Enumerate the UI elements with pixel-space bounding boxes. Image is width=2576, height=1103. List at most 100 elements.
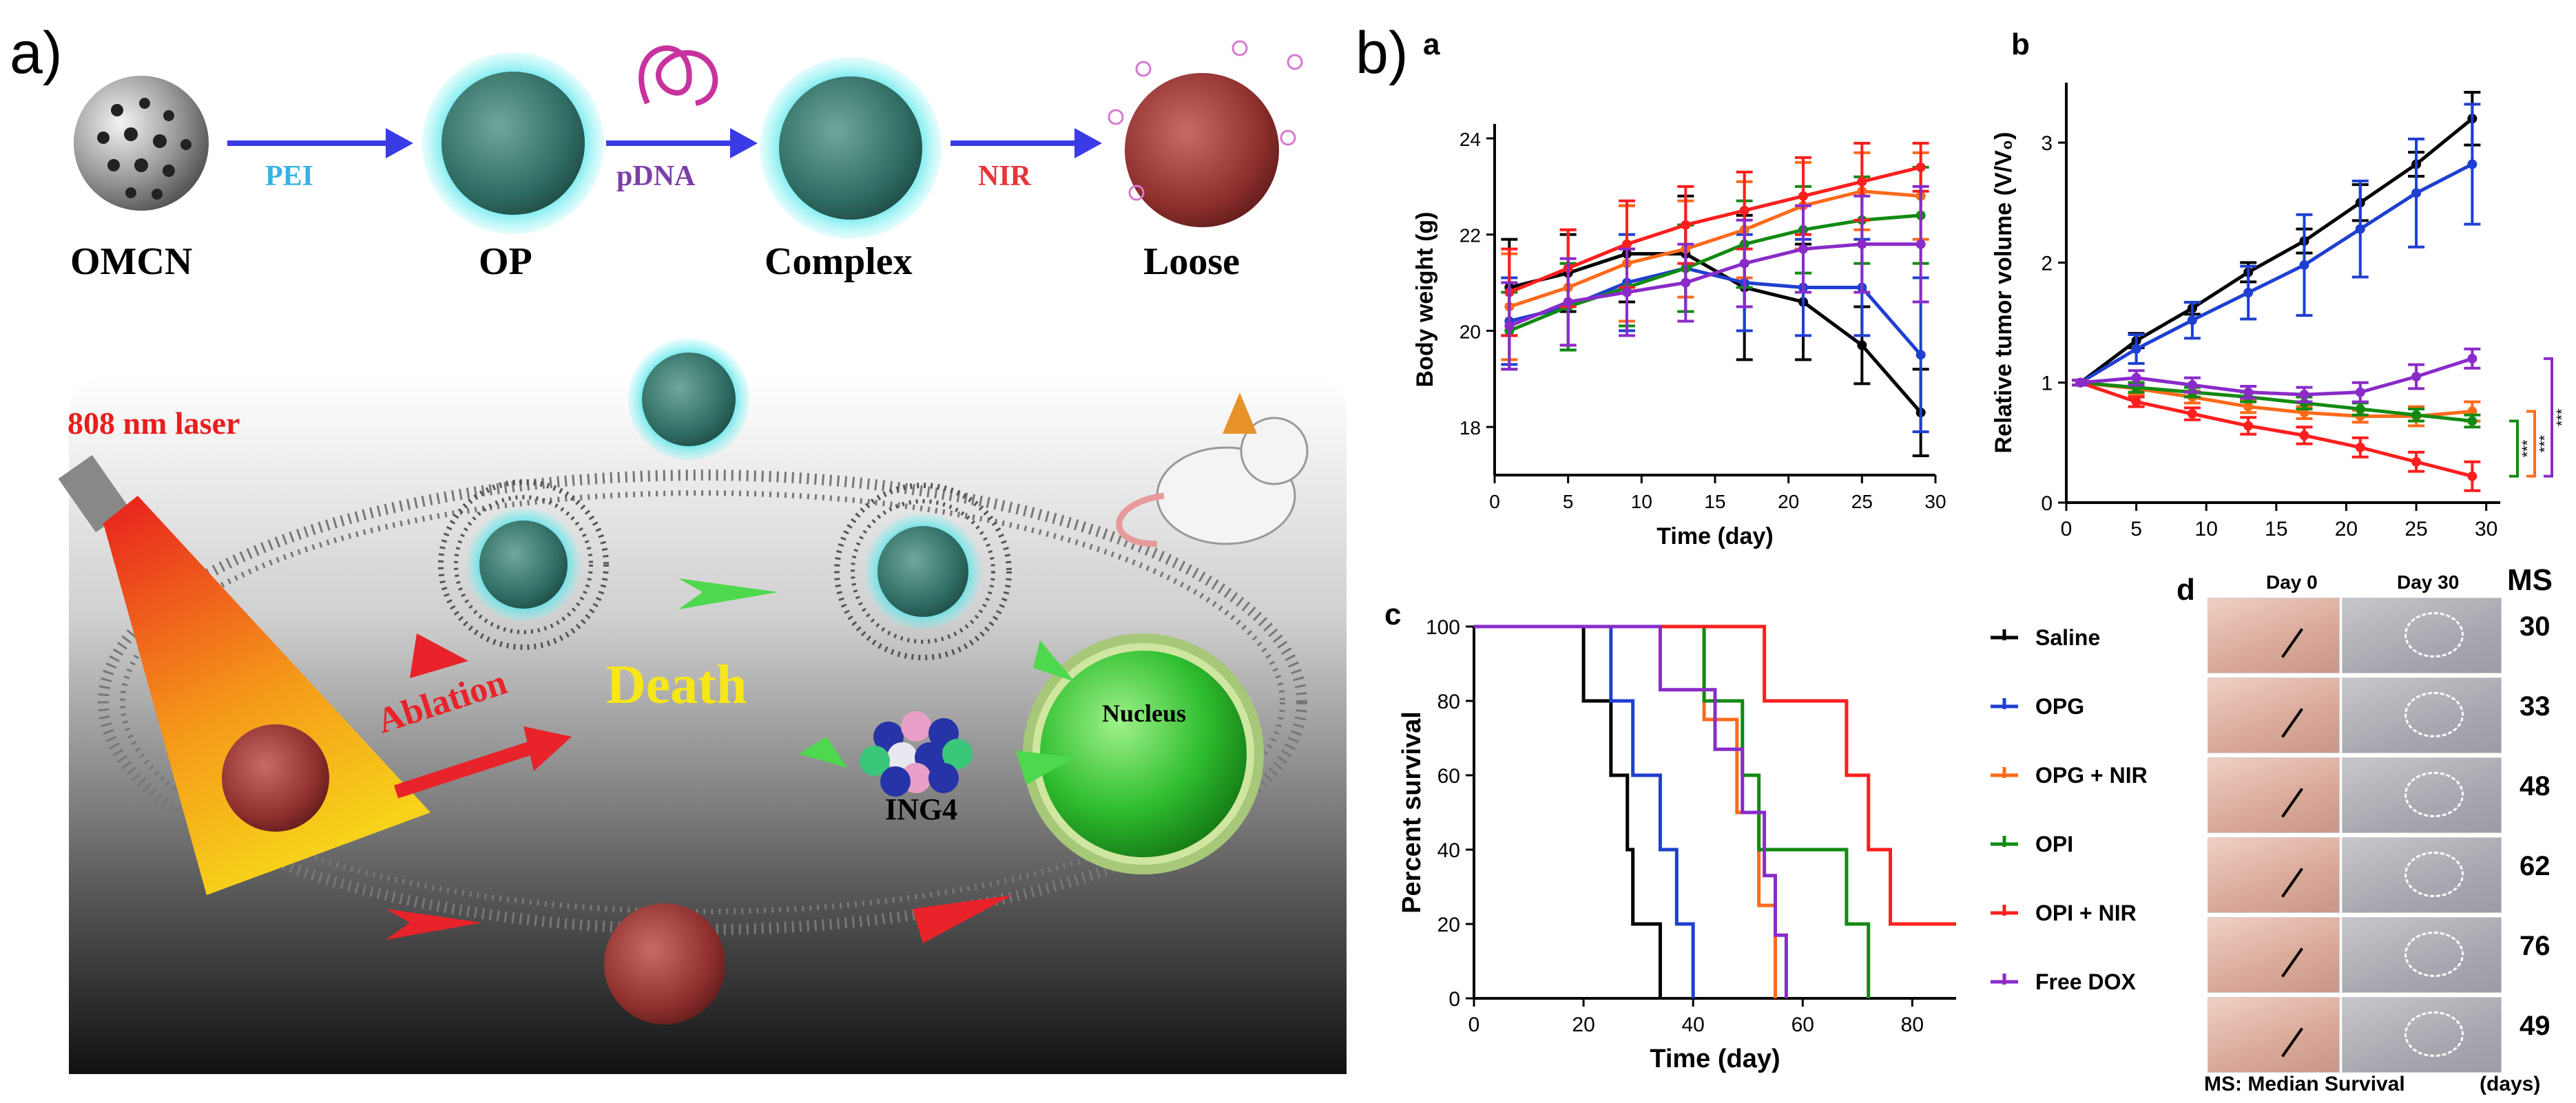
x-tick-label: 15 <box>1704 491 1725 512</box>
x-tick-label: 20 <box>1778 491 1799 512</box>
significance-bracket <box>2526 410 2536 478</box>
data-point <box>1915 162 1926 172</box>
series-line-opi_nir <box>1508 165 1922 294</box>
legend-label-saline: Saline <box>2035 625 2100 650</box>
x-tick-label: 25 <box>1851 491 1873 512</box>
series-line-opg_nir <box>2080 381 2473 419</box>
arrow-marker <box>2281 708 2303 738</box>
col-header-day30: Day 30 <box>2397 571 2460 593</box>
legend-label-opi_nir: OPI + NIR <box>2035 901 2137 925</box>
y-tick-label: 18 <box>1460 417 1481 439</box>
series-line-opi_nir <box>1474 624 1956 926</box>
chart-tumor-volume: 0510152025300123Time (day)Relative tumor… <box>1991 83 2569 540</box>
arrow-marker <box>2281 628 2303 658</box>
data-point <box>2243 288 2254 297</box>
x-tick-label: 25 <box>2404 518 2427 540</box>
x-tick-label: 20 <box>1572 1013 1595 1036</box>
y-tick-label: 40 <box>1437 839 1460 862</box>
y-tick-label: 24 <box>1460 129 1481 150</box>
ms-value: 33 <box>2520 691 2551 722</box>
data-point <box>2075 377 2086 388</box>
y-tick-label: 80 <box>1437 691 1460 713</box>
y-axis-label: Body weight (g) <box>1412 212 1438 388</box>
laser-label: 808 nm laser <box>67 406 240 441</box>
label-loose: Loose <box>1143 240 1240 283</box>
data-point <box>2243 387 2254 397</box>
data-point <box>1798 244 1808 254</box>
sub-label-d: d <box>2177 573 2195 607</box>
significance-bracket <box>2544 357 2553 478</box>
data-point <box>1857 176 1867 187</box>
data-point <box>1504 321 1515 331</box>
data-point <box>2131 397 2141 407</box>
data-point <box>1622 239 1632 249</box>
y-tick-label: 2 <box>2041 252 2053 275</box>
data-point <box>2355 387 2365 397</box>
significance-bracket <box>2509 419 2519 478</box>
x-tick-label: 15 <box>2265 518 2287 540</box>
x-tick-label: 20 <box>2335 518 2358 540</box>
data-point <box>2467 471 2478 481</box>
data-point <box>2467 416 2478 426</box>
data-point <box>2299 390 2309 400</box>
x-tick-label: 0 <box>1489 491 1500 512</box>
series-line-free_dox <box>1474 624 1788 998</box>
photo-day30 <box>2342 837 2502 913</box>
col-header-ms: MS <box>2507 563 2553 597</box>
footer-ms: MS: Median Survival <box>2204 1073 2405 1095</box>
ms-value: 48 <box>2520 771 2551 801</box>
x-tick-label: 40 <box>1681 1013 1704 1036</box>
ms-value: 62 <box>2520 851 2551 881</box>
y-tick-label: 20 <box>1437 914 1460 936</box>
sub-label-b: b <box>2011 28 2030 61</box>
x-tick-label: 60 <box>1791 1013 1814 1036</box>
data-point <box>2243 401 2254 412</box>
data-point <box>2411 410 2422 420</box>
x-tick-label: 30 <box>2475 518 2497 540</box>
data-point <box>2187 315 2197 326</box>
data-point <box>1915 350 1926 360</box>
data-point <box>2467 159 2478 169</box>
data-point <box>1622 287 1632 297</box>
legend-label-opi: OPI <box>2035 832 2073 857</box>
arrow-label-pdna: pDNA <box>616 160 696 192</box>
photo-day0 <box>2208 997 2340 1073</box>
data-point <box>2243 421 2254 431</box>
tumor-circle-marker <box>2404 612 2464 658</box>
x-axis-label: Time (day) <box>1656 523 1773 549</box>
photo-day0 <box>2208 837 2340 913</box>
data-point <box>1739 205 1749 216</box>
series-line-opg_nir <box>1508 189 1921 308</box>
series-line-saline <box>1508 252 1922 414</box>
col-header-day0: Day 0 <box>2266 571 2318 593</box>
data-point <box>2355 442 2365 452</box>
series-line-opi <box>2080 381 2473 423</box>
legend-label-opg: OPG <box>2035 694 2084 719</box>
data-point <box>2411 188 2422 198</box>
panel-label-a: a) <box>10 20 63 86</box>
x-tick-label: 5 <box>1563 491 1574 512</box>
data-point <box>2467 353 2478 364</box>
data-point <box>1915 239 1926 249</box>
data-point <box>2299 260 2309 270</box>
data-point <box>1798 191 1808 201</box>
series-line-opi_nir <box>2079 381 2473 479</box>
tumor-circle-marker <box>2404 1011 2464 1057</box>
data-point <box>2411 372 2422 381</box>
series-line-opg <box>2079 162 2473 384</box>
arrow-label-nir: NIR <box>978 160 1032 192</box>
x-axis-label: Time (day) <box>1650 1044 1780 1073</box>
ms-value: 76 <box>2520 931 2551 961</box>
ms-value: 49 <box>2520 1011 2551 1041</box>
arrow-label-pei: PEI <box>265 160 314 192</box>
photo-day0 <box>2208 917 2340 993</box>
data-point <box>2411 456 2422 467</box>
photo-day30 <box>2342 598 2502 673</box>
series-line-free_dox <box>1508 242 1921 328</box>
y-axis-label: Relative tumor volume (V/V₀) <box>1991 132 2017 454</box>
ing4-label: ING4 <box>885 792 958 826</box>
legend-label-free_dox: Free DOX <box>2035 969 2136 994</box>
x-tick-label: 0 <box>1468 1013 1480 1036</box>
data-point <box>2131 344 2141 354</box>
